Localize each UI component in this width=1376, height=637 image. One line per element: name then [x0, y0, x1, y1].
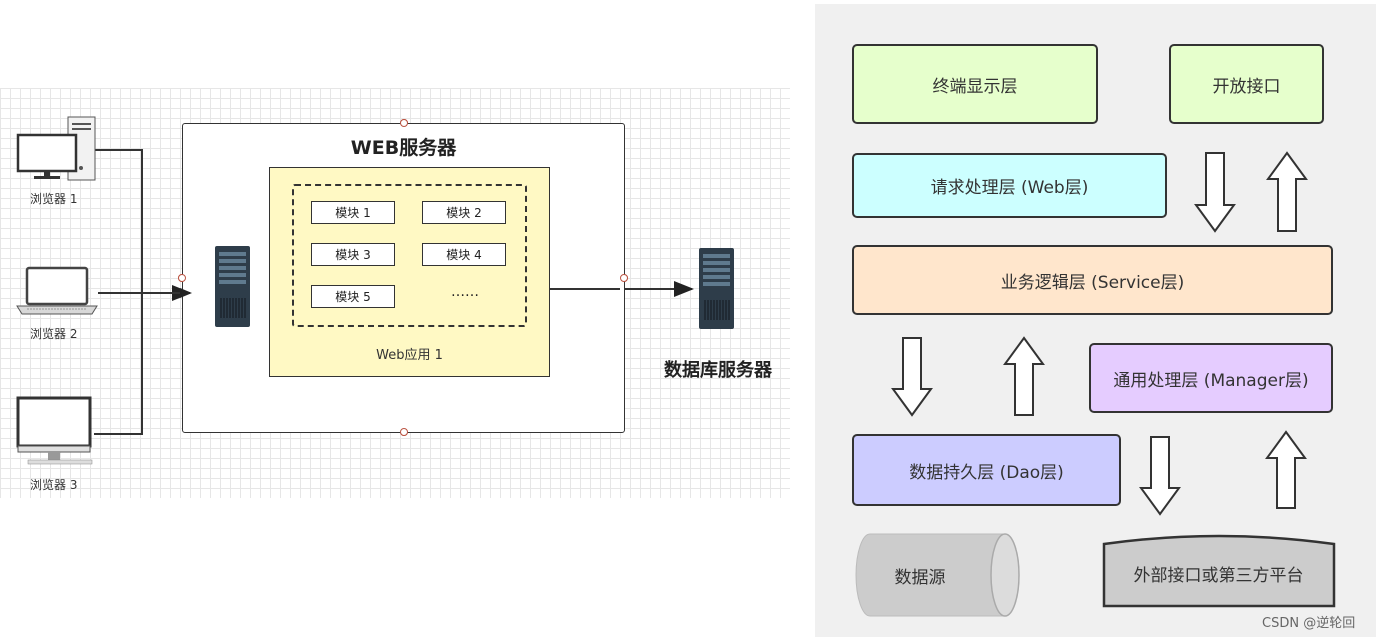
- data-source-label: 数据源: [894, 568, 946, 588]
- dao-layer: 数据持久层 (Dao层): [852, 434, 1121, 506]
- web-layer: 请求处理层 (Web层): [852, 153, 1167, 218]
- modules-group: [292, 184, 527, 327]
- database-server-label: 数据库服务器: [664, 360, 772, 381]
- external-platform-label: 外部接口或第三方平台: [1133, 566, 1304, 586]
- manager-layer: 通用处理层 (Manager层): [1089, 343, 1333, 413]
- module-1: 模块 1: [311, 201, 395, 224]
- web-app-label: Web应用 1: [376, 348, 443, 363]
- browser-2-label: 浏览器 2: [30, 327, 78, 341]
- module-3: 模块 3: [311, 243, 395, 266]
- module-5: 模块 5: [311, 285, 395, 308]
- browser-1-label: 浏览器 1: [30, 192, 78, 206]
- modules-more: ……: [451, 284, 479, 300]
- open-api-layer: 开放接口: [1169, 44, 1324, 124]
- service-layer: 业务逻辑层 (Service层): [852, 245, 1333, 315]
- terminal-display-layer: 终端显示层: [852, 44, 1098, 124]
- watermark: CSDN @逆轮回: [1262, 616, 1356, 631]
- module-2: 模块 2: [422, 201, 506, 224]
- module-4: 模块 4: [422, 243, 506, 266]
- browser-3-label: 浏览器 3: [30, 478, 78, 492]
- web-server-title: WEB服务器: [350, 137, 457, 159]
